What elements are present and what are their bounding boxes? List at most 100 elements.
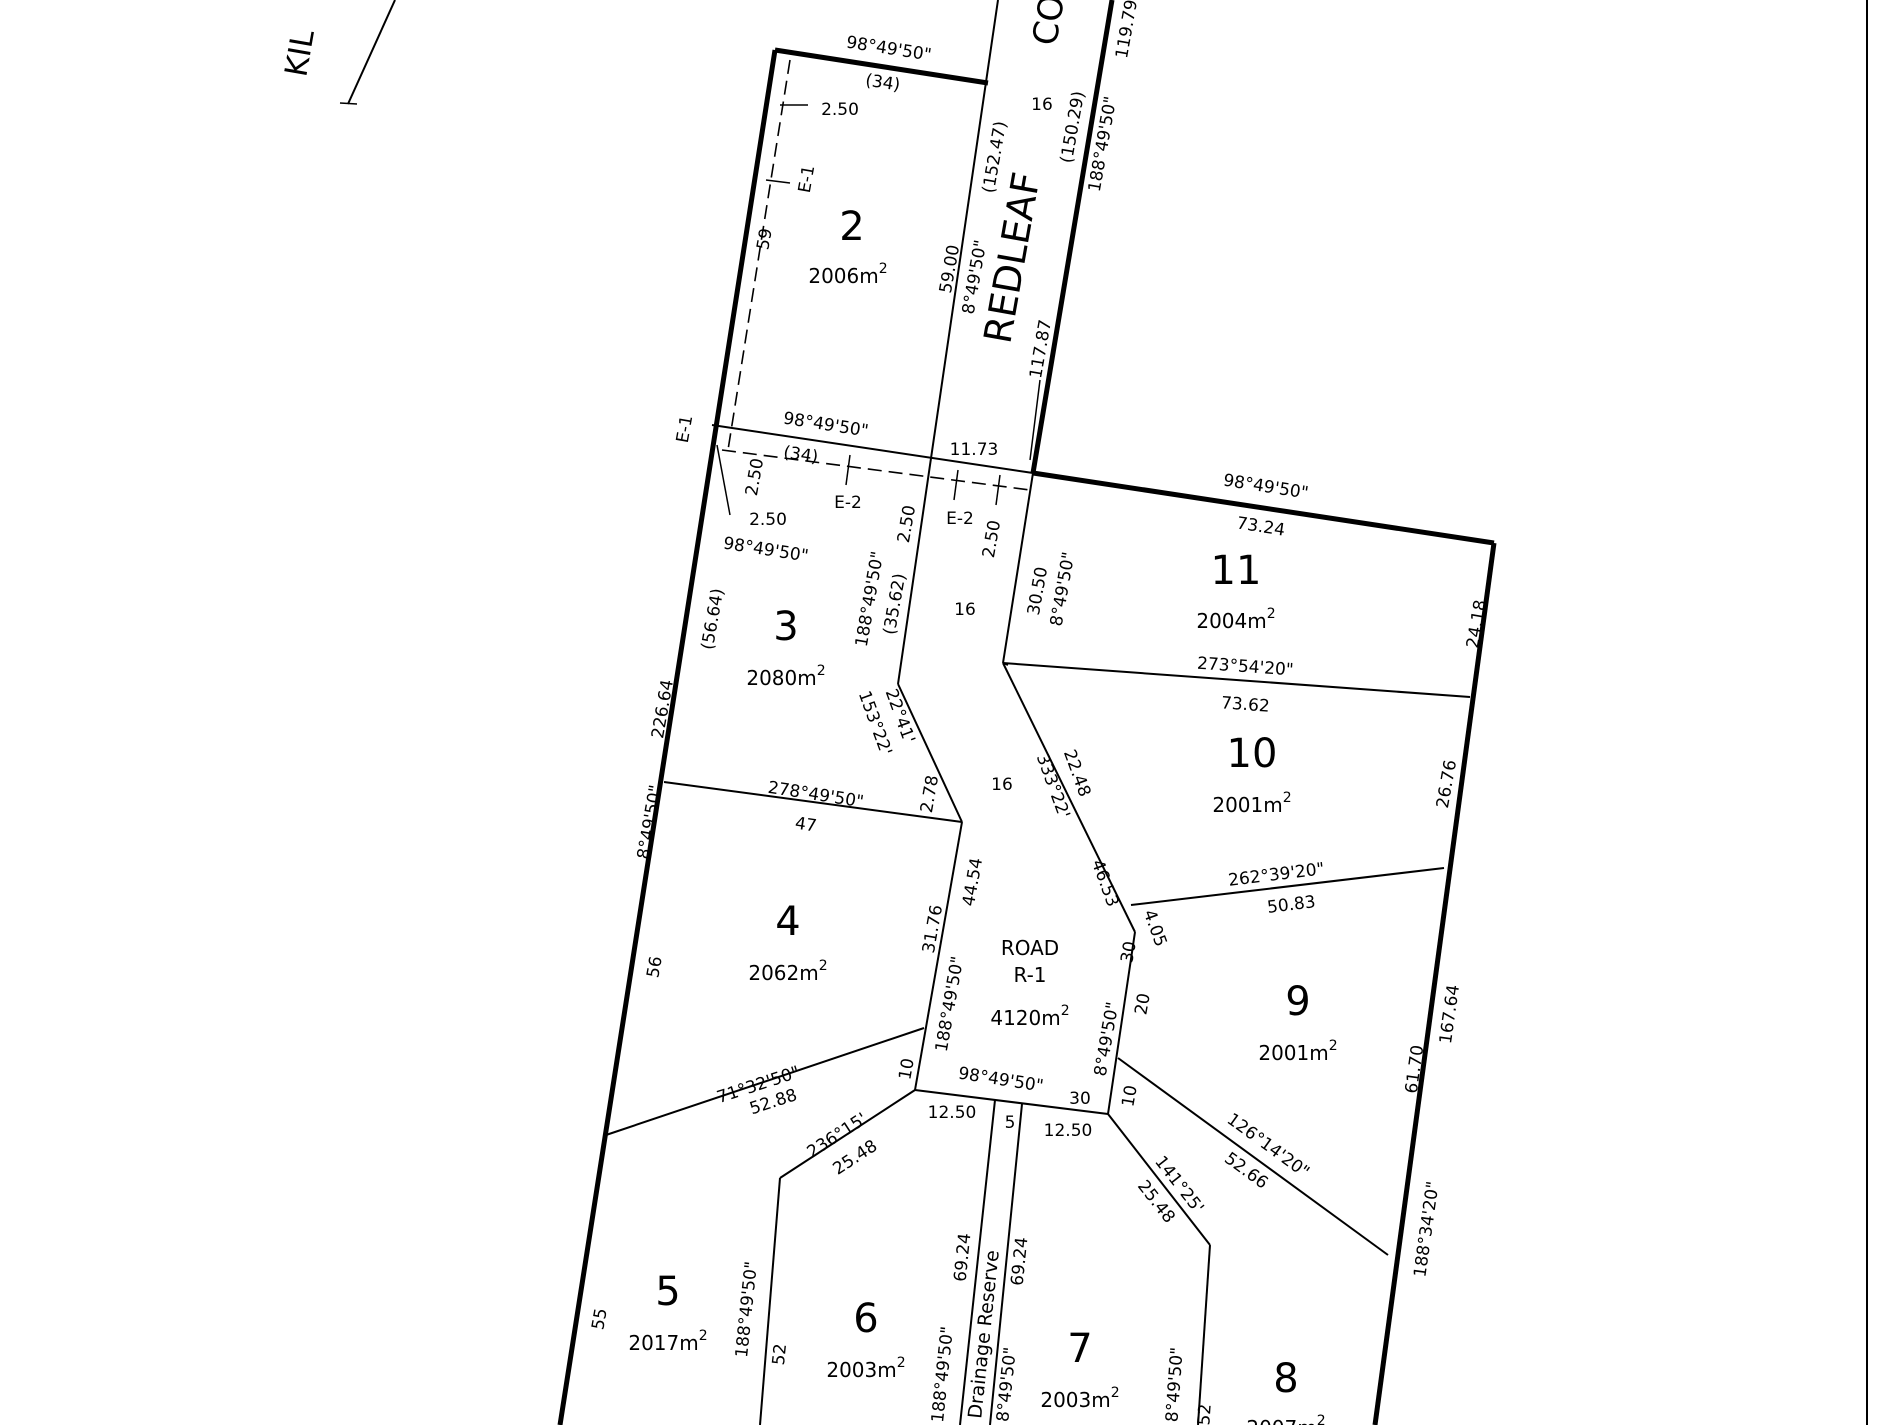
lot-9-area: 2001m2 [1258, 1038, 1337, 1065]
bearing-lot11-lot10: 273°54'20" [1196, 654, 1294, 681]
dist-easement-a: 2.50 [821, 100, 859, 120]
redleaf-east-line [1030, 0, 1115, 474]
dist-road-width-low: 16 [991, 775, 1013, 795]
lot-10-area: 2001m2 [1212, 790, 1291, 817]
dist-easement-d: 2.50 [894, 504, 920, 545]
dist-road-east-10: 10 [1118, 1084, 1141, 1109]
lot5-lot6-line-b [759, 1177, 781, 1425]
road-south-line [914, 1089, 1109, 1115]
bearing-road-south: 98°49'50" [957, 1064, 1045, 1097]
easement-e2-label-b: E-2 [946, 509, 974, 529]
bearing-road-west: 188°49'50" [932, 955, 968, 1054]
easement-e2-leader [1029, 379, 1041, 461]
lot-2-number: 2 [839, 204, 864, 250]
road-label-number: R-1 [1013, 963, 1046, 987]
road-reserve-tick [339, 102, 358, 105]
dist-redleaf-east-total: 119.79 [1112, 0, 1142, 60]
dist-east-boundary: 167.64 [1436, 983, 1464, 1045]
lot-6-area: 2003m2 [826, 1355, 905, 1382]
street-name-fragment: CO [1025, 0, 1073, 48]
bearing-lot10-lot9: 262°39'20" [1227, 859, 1325, 891]
dist-road-west-10: 10 [895, 1057, 918, 1082]
lot-8-area: 2007m2 [1246, 1413, 1325, 1425]
easement-e1-vertical [727, 59, 791, 451]
lot11-lot10-line [1002, 662, 1471, 698]
road-west-line [897, 683, 963, 823]
lot-4-number: 4 [775, 899, 800, 945]
lot4-lot5-line [605, 1027, 925, 1136]
lot-2-area: 2006m2 [808, 261, 887, 288]
easement-e2-tick-a [845, 454, 851, 486]
bearing-lot5-east: 188°49'50" [732, 1260, 762, 1358]
easement-e2-line [721, 449, 1031, 491]
dist-lot9-east-inner: 61.70 [1402, 1044, 1429, 1095]
dist-drainage-north: 5 [1005, 1113, 1016, 1133]
lot9-lot8-line [1117, 1057, 1389, 1256]
lot-3-number: 3 [773, 604, 798, 650]
lot7-lot8-line-b [1197, 1244, 1211, 1425]
road-east-diagonal [1002, 662, 1136, 933]
road-east-upper [1002, 472, 1034, 664]
bearing-lot11-north: 98°49'50" [1222, 471, 1310, 504]
dist-lot7-north: 12.50 [1044, 1121, 1093, 1141]
dist-drainage-west: 69.24 [951, 1232, 976, 1282]
dist-lot11-west: 30.50 [1024, 565, 1052, 616]
easement-e2-tick-b [953, 469, 959, 501]
lot-5-area: 2017m2 [628, 1328, 707, 1355]
road-west-line-lower [914, 821, 963, 1091]
lot-8-number: 8 [1273, 1356, 1298, 1402]
dist-lot5-east: 52 [769, 1343, 791, 1367]
dist-lot9-north: 50.83 [1266, 892, 1317, 918]
road-label: ROAD [1001, 936, 1059, 960]
bearing-lot3-north: 98°49'50" [722, 534, 810, 567]
redleaf-west-line [897, 0, 999, 685]
dist-lot2-west: 59 [753, 227, 776, 252]
dist-lot11-north: 73.24 [1235, 513, 1286, 540]
lot7-lot8-line-a [1107, 1113, 1211, 1246]
bearing-lot6-east: 188°49'50" [928, 1325, 958, 1423]
dist-drainage-east: 69.24 [1008, 1236, 1033, 1286]
lot-10-number: 10 [1227, 731, 1278, 777]
dist-lot2-north: (34) [864, 71, 902, 96]
easement-e1-label-left: E-1 [673, 414, 698, 445]
lot-11-area: 2004m2 [1196, 606, 1275, 633]
dist-road-east-diag: 46.53 [1087, 857, 1122, 910]
easement-e1-leader [716, 444, 731, 516]
dist-road-east-30: 30 [1117, 940, 1140, 965]
lot3-lot4-line [663, 781, 963, 823]
dist-lot10-north: 73.62 [1220, 693, 1270, 716]
dist-easement-b: 2.50 [742, 457, 768, 498]
dist-road-width-mid: 16 [954, 600, 976, 620]
dist-lot3-lot4: 47 [794, 814, 818, 837]
lot-9-number: 9 [1285, 979, 1310, 1025]
easement-e1-label-top: E-1 [795, 164, 820, 195]
lot11-north-boundary [1032, 470, 1495, 546]
dist-redleaf-1173: 11.73 [950, 440, 999, 460]
dist-easement-e: 2.50 [979, 519, 1005, 560]
lot-11-number: 11 [1211, 548, 1262, 594]
dist-road-west-lower: 44.54 [959, 856, 987, 907]
bearing-lot11-west: 8°49'50" [1047, 550, 1080, 627]
lot2-north-boundary [774, 47, 989, 86]
lot2-lot3-line [711, 424, 1034, 474]
bearing-lot3-lot4: 278°49'50" [766, 778, 865, 813]
dist-lot2-south: (34) [782, 443, 820, 468]
lot-6-number: 6 [853, 1296, 878, 1342]
lot-3-area: 2080m2 [746, 663, 825, 690]
bearing-west-boundary: 8°49'50" [634, 783, 667, 860]
easement-e2-label-a: E-2 [834, 493, 862, 513]
dist-lot2-east: 59.00 [936, 243, 964, 294]
dist-lot9-corner: 4.05 [1139, 907, 1171, 949]
dist-lot11-east: 24.18 [1463, 598, 1491, 649]
dist-easement-c: 2.50 [749, 510, 787, 530]
lot5-lot6-line-a [779, 1089, 916, 1179]
lot-7-area: 2003m2 [1040, 1385, 1119, 1412]
dist-lot3-west-paren: (56.64) [698, 587, 728, 651]
dist-road-east-20: 20 [1131, 992, 1154, 1017]
lot-5-number: 5 [655, 1269, 680, 1315]
drainage-west-line [959, 1099, 996, 1425]
road-reserve-line [347, 0, 396, 105]
dist-lot4-east: 31.76 [919, 903, 947, 954]
east-boundary [1372, 542, 1497, 1425]
